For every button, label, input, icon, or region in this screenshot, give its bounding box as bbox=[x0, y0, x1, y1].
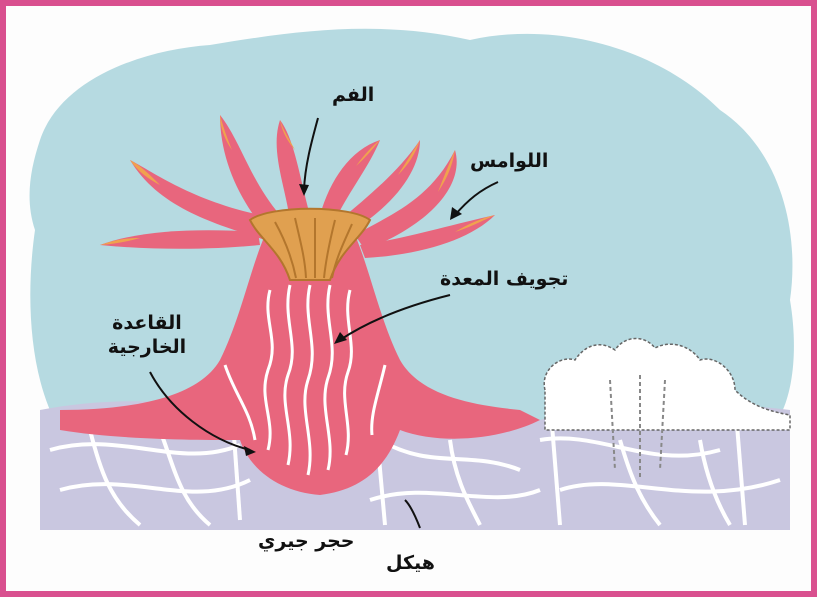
limestone-label: حجر جيري bbox=[258, 530, 355, 554]
basal-disc-label: القاعدة الخارجية bbox=[92, 312, 202, 360]
gastric-cavity-label: تجويف المعدة bbox=[440, 268, 568, 292]
basal-disc-label-line1: القاعدة bbox=[92, 312, 202, 336]
tentacles-label: اللوامس bbox=[470, 150, 548, 174]
mouth-label: الفم bbox=[332, 84, 374, 108]
basal-disc-label-line2: الخارجية bbox=[92, 336, 202, 360]
skeleton-label: هيكل bbox=[386, 552, 435, 576]
